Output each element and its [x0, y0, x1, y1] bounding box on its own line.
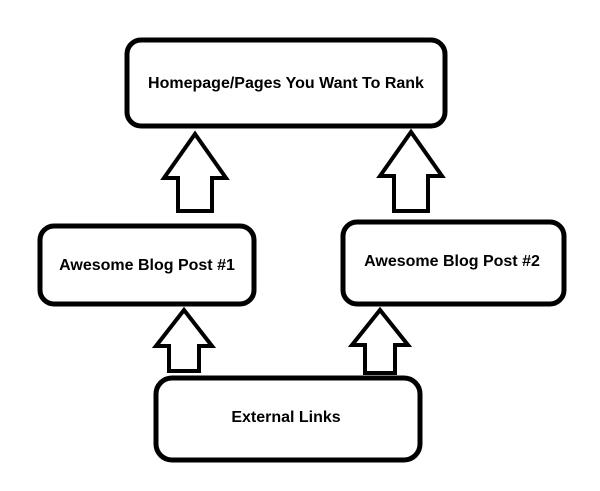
node-blog-post-1: Awesome Blog Post #1: [37, 223, 257, 307]
node-homepage-label: Homepage/Pages You Want To Rank: [148, 75, 424, 92]
node-external-links-label: External Links: [231, 409, 340, 426]
node-external-links-box: [153, 375, 423, 463]
node-external-links: External Links: [153, 375, 423, 463]
node-homepage: Homepage/Pages You Want To Rank: [124, 37, 448, 129]
arrow-external-links-to-blog-post-2: [347, 306, 413, 375]
arrow-blog-post-2-to-homepage: [376, 128, 446, 213]
node-blog-post-2-label: Awesome Blog Post #2: [364, 253, 540, 270]
node-blog-post-2-box: [340, 219, 567, 307]
node-homepage-box: [124, 37, 448, 129]
node-blog-post-1-box: [37, 223, 257, 307]
arrow-external-links-to-blog-post-1: [151, 306, 217, 373]
node-blog-post-1-label: Awesome Blog Post #1: [59, 257, 235, 274]
arrow-blog-post-1-to-homepage: [160, 130, 230, 213]
node-blog-post-2: Awesome Blog Post #2: [340, 219, 567, 307]
